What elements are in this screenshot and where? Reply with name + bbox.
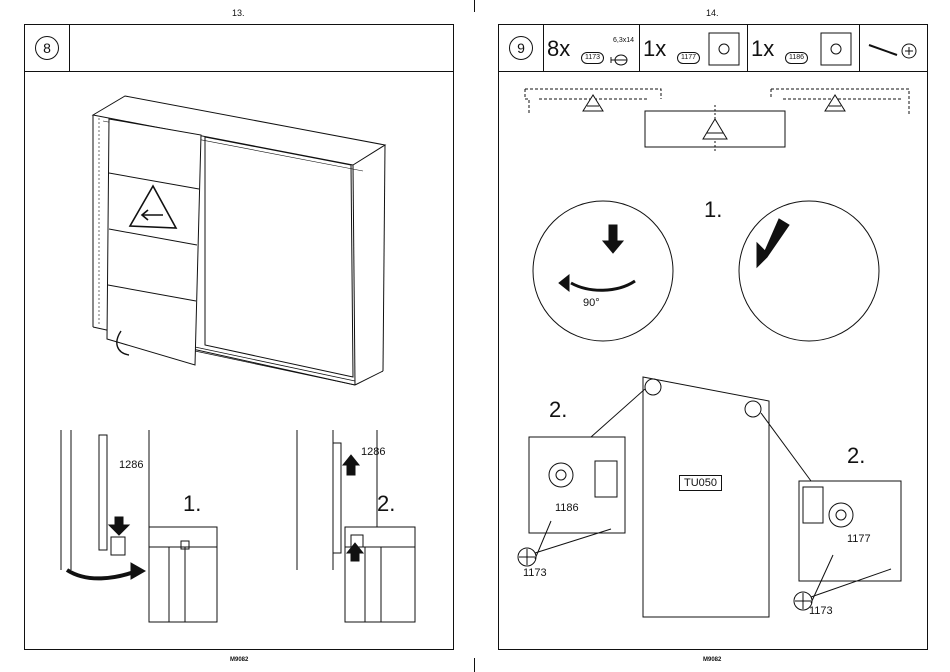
- part-label-1286-b: 1286: [361, 446, 385, 458]
- substep-2-right-label: 2.: [847, 443, 865, 469]
- right-footer-code: M9082: [703, 657, 721, 663]
- substep-1-label: 1.: [183, 491, 201, 517]
- left-footer-code: M9082: [230, 657, 248, 663]
- part-label-1173-left: 1173: [523, 567, 547, 579]
- substep-2-label: 2.: [377, 491, 395, 517]
- part-label-1286-a: 1286: [119, 459, 143, 471]
- rotation-angle: 90°: [583, 297, 600, 309]
- right-page-number: 14.: [706, 8, 719, 18]
- tool-screwdriver-icon: [869, 44, 916, 58]
- door-code-label: TU050: [679, 475, 722, 491]
- part-label-1173-right: 1173: [809, 605, 833, 617]
- roller-fitting-icon: [709, 33, 739, 65]
- crop-mark-top: [474, 0, 475, 12]
- left-page-number: 13.: [232, 8, 245, 18]
- screw-icon: [611, 55, 627, 65]
- roller-fitting-icon: [821, 33, 851, 65]
- left-page: 8: [24, 24, 454, 650]
- substep-2-left-label: 2.: [549, 397, 567, 423]
- hardware-illustration: [499, 25, 927, 649]
- part-label-1177: 1177: [847, 533, 871, 545]
- crop-mark-bottom: [474, 658, 475, 672]
- part-label-1186: 1186: [555, 502, 579, 514]
- right-page: 9 8x 1173 6,3x14 1x 1177 1x 1186: [498, 24, 928, 650]
- substep-1-label: 1.: [704, 197, 722, 223]
- wardrobe-illustration: [25, 25, 453, 649]
